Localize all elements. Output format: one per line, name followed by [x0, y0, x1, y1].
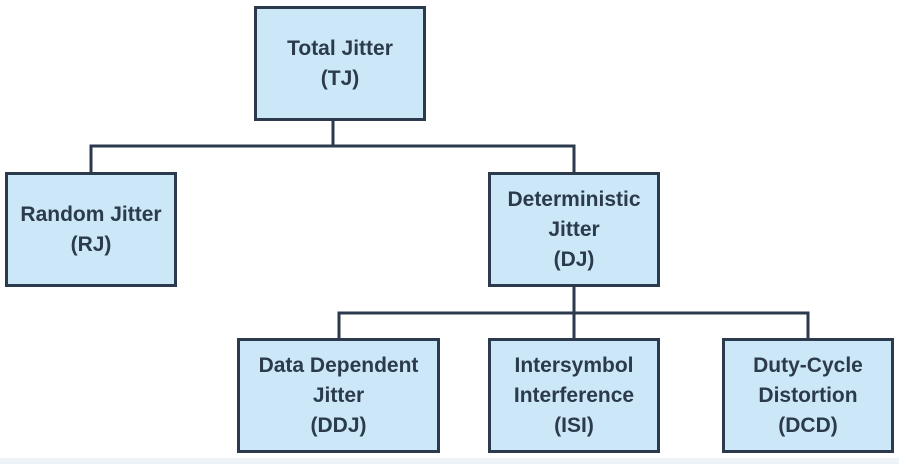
- node-deterministic-line2: Jitter: [548, 217, 600, 241]
- node-intersymbol-interference: Intersymbol Interference (ISI): [488, 338, 660, 453]
- node-deterministic-line1: Deterministic: [507, 187, 641, 211]
- node-random-line2: (RJ): [70, 232, 112, 256]
- node-dcd-line1: Duty-Cycle: [753, 353, 863, 377]
- node-isi-line3: (ISI): [554, 413, 594, 437]
- node-total-jitter: Total Jitter (TJ): [254, 6, 426, 121]
- node-ddj-line2: Jitter: [312, 383, 365, 407]
- node-duty-cycle-distortion: Duty-Cycle Distortion (DCD): [722, 338, 894, 453]
- node-ddj-line1: Data Dependent: [258, 353, 419, 377]
- node-dcd-line2: Distortion: [758, 383, 858, 407]
- node-isi-line2: Interference: [513, 383, 635, 407]
- node-data-dependent-jitter: Data Dependent Jitter (DDJ): [237, 338, 440, 453]
- bottom-strip: [0, 458, 899, 464]
- node-deterministic-line3: (DJ): [553, 247, 595, 271]
- node-random-line1: Random Jitter: [20, 202, 162, 226]
- node-dcd-line3: (DCD): [778, 413, 838, 437]
- node-deterministic-jitter: Deterministic Jitter (DJ): [488, 172, 660, 287]
- node-total-line2: (TJ): [320, 66, 360, 90]
- node-random-jitter: Random Jitter (RJ): [5, 172, 177, 287]
- node-isi-line1: Intersymbol: [514, 353, 634, 377]
- node-total-line1: Total Jitter: [287, 36, 393, 60]
- node-ddj-line3: (DDJ): [310, 413, 367, 437]
